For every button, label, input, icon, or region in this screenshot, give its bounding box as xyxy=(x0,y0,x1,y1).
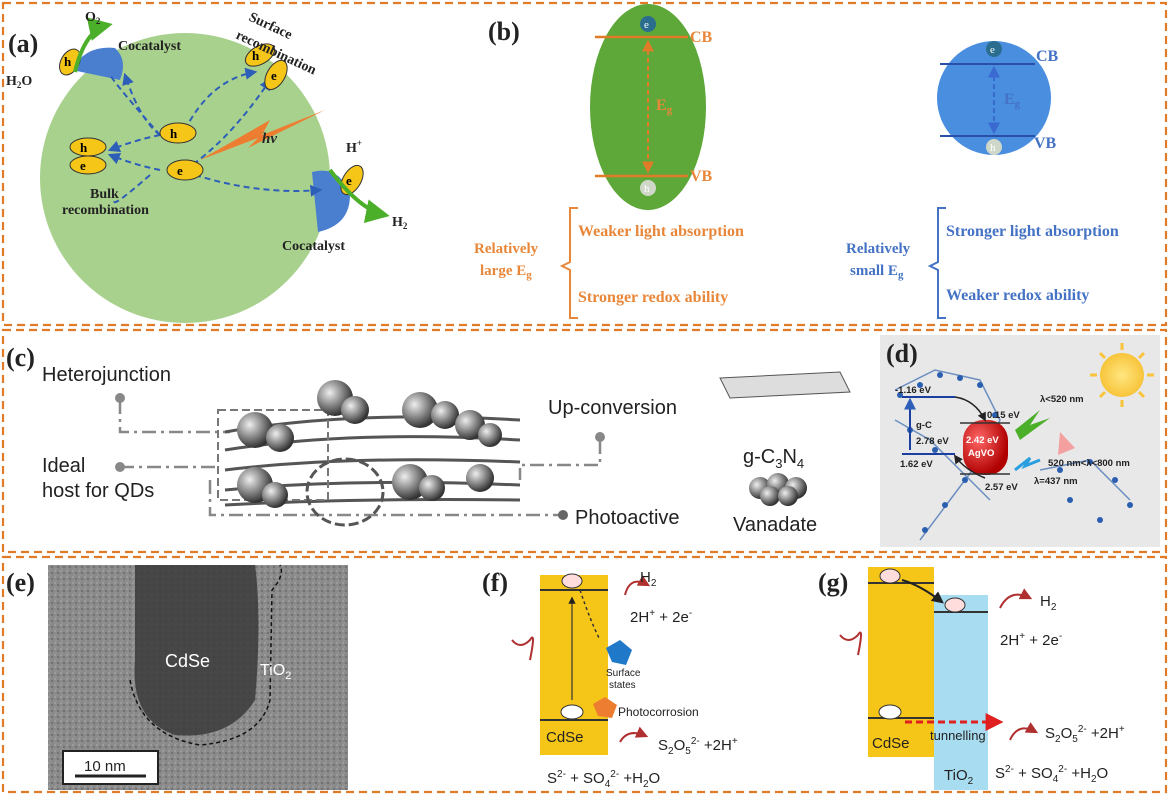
eg-label-left: Eg xyxy=(656,97,673,116)
sun-icon xyxy=(1100,353,1144,397)
bulk-label-1: Bulk xyxy=(90,187,119,202)
light-bolt xyxy=(200,110,325,160)
e015-label: 0.15 eV xyxy=(987,410,1020,421)
panel-b: (b) e h CB VB Eg Relatively large Eg Wea… xyxy=(474,4,1119,319)
e257-label: 2.57 eV xyxy=(985,482,1018,493)
svg-text:h: h xyxy=(252,48,260,63)
surface-states-label-1: Surface xyxy=(606,668,641,679)
vanadate-label: Vanadate xyxy=(733,514,817,536)
lambda520-label: λ<520 nm xyxy=(1040,394,1084,405)
cdse-label-e: CdSe xyxy=(165,651,210,671)
svg-text:Relatively: Relatively xyxy=(846,241,911,257)
svg-text:h: h xyxy=(64,54,72,69)
gcn-label-d: g-C xyxy=(916,420,932,431)
svg-text:e: e xyxy=(80,158,86,173)
reaction-top-f: 2H+ + 2e- xyxy=(630,608,692,626)
panel-b-label: (b) xyxy=(488,17,520,46)
product-f: S2O52- +2H+ xyxy=(658,736,738,757)
panel-g-label: (g) xyxy=(818,568,848,597)
cdse-band-g xyxy=(868,567,934,757)
svg-text:e: e xyxy=(271,68,277,83)
cocatalyst-top xyxy=(72,47,124,80)
panel-e-label: (e) xyxy=(6,568,35,597)
cdse-band-f xyxy=(540,575,608,755)
bulk-label-2: recombination xyxy=(62,203,149,218)
o2-label: O2 xyxy=(85,10,101,26)
heterojunction-label: Heterojunction xyxy=(42,364,171,386)
e162-label: 1.62 eV xyxy=(900,459,933,470)
panel-f: (f) H2 2H+ + 2e- Surface states Photocor… xyxy=(482,568,738,790)
left-item-2: Stronger redox ability xyxy=(578,289,728,306)
tio2-band-g xyxy=(934,595,988,790)
frame-bottom xyxy=(1,555,1168,794)
e242-label: 2.42 eV xyxy=(966,435,999,446)
cocatalyst-bottom-label: Cocatalyst xyxy=(282,239,345,254)
svg-text:h: h xyxy=(990,142,996,154)
h2o-label: H2O xyxy=(6,74,32,90)
right-item-2: Weaker redox ability xyxy=(946,287,1089,304)
eg-label-right: Eg xyxy=(1004,91,1021,110)
panel-a-label: (a) xyxy=(8,29,38,58)
reaction-top-g: 2H+ + 2e- xyxy=(1000,631,1062,649)
cb-label-left: CB xyxy=(690,29,713,46)
tunnelling-label: tunnelling xyxy=(930,728,986,743)
photoactive-label: Photoactive xyxy=(575,507,680,529)
agvo3-label: AgVO xyxy=(968,448,994,459)
svg-text:e: e xyxy=(990,44,995,56)
lambda437-label: λ=437 nm xyxy=(1034,476,1078,487)
upconversion-label: Up-conversion xyxy=(548,397,677,419)
hv-label: hv xyxy=(262,131,277,147)
photocorrosion-label: Photocorrosion xyxy=(618,705,699,719)
panel-g: (g) H2 2H+ + 2e- tunnelling CdSe TiO2 S2… xyxy=(818,567,1125,790)
surface-states-label-2: states xyxy=(609,680,636,691)
left-group-eg: large Eg xyxy=(480,263,532,281)
h2-label: H2 xyxy=(392,215,408,231)
svg-text:e: e xyxy=(177,163,183,178)
ideal-host-label: host for QDs xyxy=(42,480,154,502)
h2-label-f: H2 xyxy=(640,569,657,589)
panel-f-label: (f) xyxy=(482,568,508,597)
panel-c-label: (c) xyxy=(6,343,35,372)
product-g: S2O52- +2H+ xyxy=(1045,724,1125,745)
vb-label-right: VB xyxy=(1034,135,1057,152)
frame-middle xyxy=(1,328,1168,554)
cdse-label-f: CdSe xyxy=(546,729,584,746)
panel-c: (c) Heterojunction Ideal host for QDs Up… xyxy=(6,343,851,536)
panel-a: hv h h e h e h e e (a) O2 H2O xyxy=(6,10,408,323)
scale-bar-label: 10 nm xyxy=(84,758,126,775)
svg-text:h: h xyxy=(170,126,178,141)
e278-label: 2.78 eV xyxy=(916,436,949,447)
svg-text:Relatively: Relatively xyxy=(474,241,539,257)
panel-d-label: (d) xyxy=(886,339,918,368)
tio2-label-g: TiO2 xyxy=(944,767,974,787)
vb-label-left: VB xyxy=(690,168,713,185)
reactant-f: S2- + SO42- +H2O xyxy=(547,769,660,790)
cdse-label-g: CdSe xyxy=(872,735,910,752)
svg-text:e: e xyxy=(346,173,352,188)
frame-top xyxy=(1,1,1168,327)
cocatalyst-top-label: Cocatalyst xyxy=(118,39,181,54)
h2-label-g: H2 xyxy=(1040,593,1057,613)
right-group-eg: small Eg xyxy=(850,263,904,281)
range-label: 520 nm<λ<800 nm xyxy=(1048,458,1130,469)
panel-e: (e) CdSe TiO2 10 nm xyxy=(6,564,348,790)
reactant-g: S2- + SO42- +H2O xyxy=(995,764,1108,785)
svg-text:h: h xyxy=(80,140,88,155)
right-item-1: Stronger light absorption xyxy=(946,223,1119,240)
svg-text:e: e xyxy=(644,19,649,31)
left-item-1: Weaker light absorption xyxy=(578,223,744,240)
e116-label: -1.16 eV xyxy=(895,385,932,396)
hplus-ion-label: H+ xyxy=(346,138,362,156)
scale-bar-box xyxy=(62,750,159,785)
agvo3-particle xyxy=(963,420,1008,475)
panel-d: (d) xyxy=(880,335,1160,547)
gcn-label: g-C3N4 xyxy=(743,446,804,471)
cb-label-right: CB xyxy=(1036,48,1059,65)
svg-text:Ideal: Ideal xyxy=(42,455,85,477)
tio2-label-e: TiO2 xyxy=(260,662,291,682)
svg-text:h: h xyxy=(644,183,650,195)
